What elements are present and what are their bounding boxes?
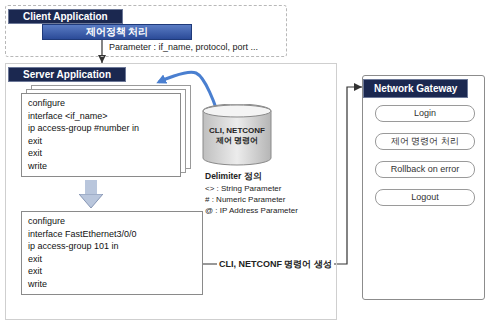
node-text: write (28, 278, 47, 291)
gateway-step: Login (375, 105, 475, 122)
node-text: configure (28, 215, 65, 228)
node-text: 제어정책 처리 (86, 25, 149, 39)
panel-heading: Server Application (8, 67, 126, 82)
node-text: Rollback on error (391, 162, 460, 177)
node-text: Logout (411, 190, 439, 205)
node-text: 제어 명령어 처리 (391, 134, 459, 149)
node-text: exit (28, 253, 42, 266)
cylinder-body (203, 104, 271, 165)
command-document: configureinterface FastEthernet3/0/0ip a… (21, 211, 203, 295)
flow-arrow (203, 87, 362, 264)
node-text: interface <if_name> (28, 110, 108, 123)
delimiter-heading: Delimiter 정의 (205, 171, 262, 183)
delimiter-rule: <> : String Parameter (205, 184, 281, 193)
gateway-step: Logout (375, 189, 475, 206)
edge-label: CLI, NETCONF 명령어 생성 (217, 258, 334, 271)
server-region: Server Applicationconfigureinterface <if… (5, 63, 337, 320)
node-text: exit (28, 265, 42, 278)
node-text: ip access-group #number in (28, 122, 139, 135)
node-text: configure (28, 97, 65, 110)
panel-heading: Client Application (8, 9, 123, 24)
gateway-step: Rollback on error (375, 161, 475, 178)
policy-banner: 제어정책 처리 (42, 24, 192, 40)
edge-label: Parameter : if_name, protocol, port ... (107, 42, 260, 52)
node-text: ip access-group 101 in (28, 240, 119, 253)
flow-arrow (85, 180, 97, 194)
node-text: write (28, 160, 47, 173)
node-text: CLI, NETCONF 제어 명령어 (202, 104, 272, 146)
gateway-step: 제어 명령어 처리 (375, 133, 475, 150)
node-text: Login (414, 106, 436, 121)
delimiter-rule: # : Numeric Parameter (205, 195, 285, 204)
flow-arrow (101, 40, 102, 63)
template-document: configureinterface <if_name>ip access-gr… (21, 93, 181, 177)
node-text: exit (28, 147, 42, 160)
panel-heading: Network Gateway (363, 79, 468, 98)
node-text: interface FastEthernet3/0/0 (28, 228, 137, 241)
node-text: exit (28, 135, 42, 148)
delimiter-rule: @ : IP Address Parameter (205, 206, 298, 215)
cylinder-top (203, 105, 271, 117)
gateway-panel: Network GatewayLogin 제어 명령어 처리 Rollback on… (362, 75, 485, 300)
database-cylinder: CLI, NETCONF 제어 명령어 (202, 104, 272, 166)
